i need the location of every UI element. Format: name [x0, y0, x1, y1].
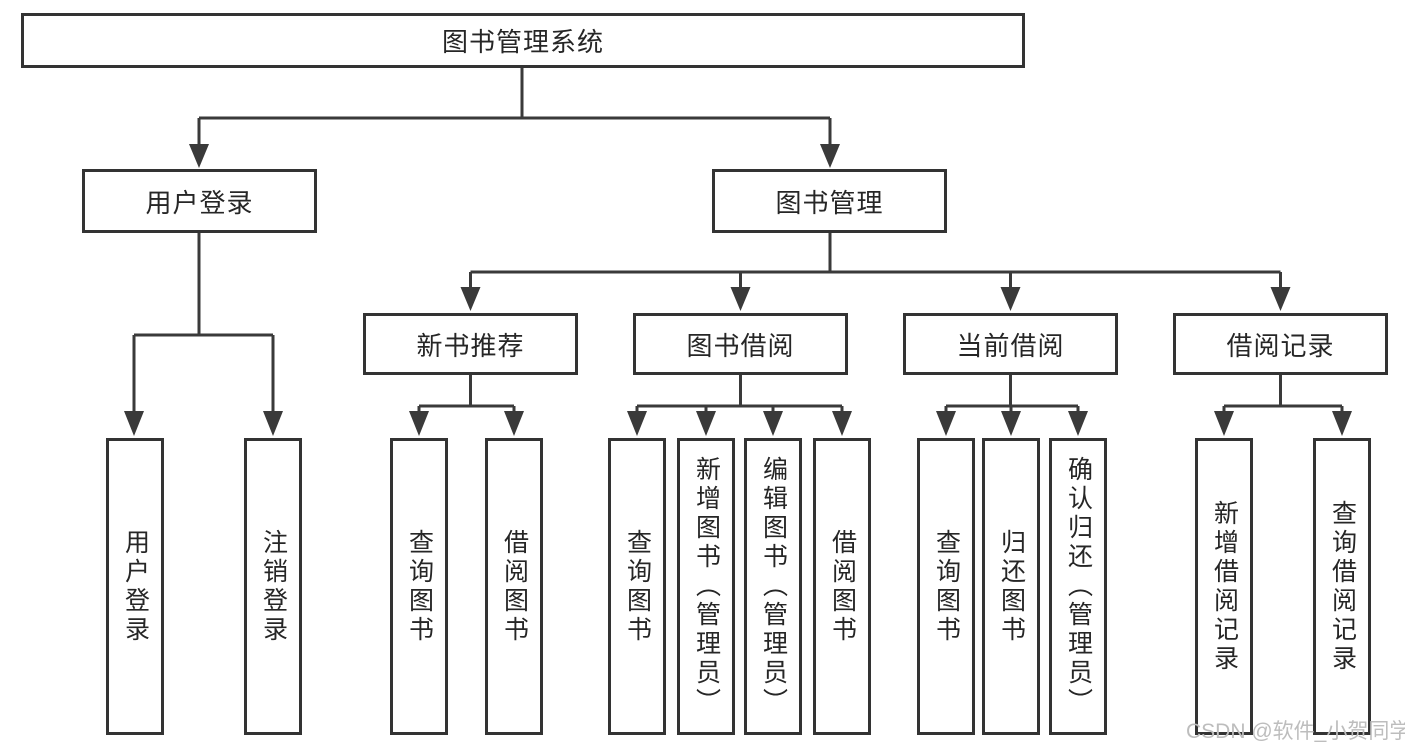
- leaf-borrow-books-recommend: 借阅图书: [485, 438, 543, 735]
- leaf-query-books-recommend: 查询图书: [390, 438, 448, 735]
- node-library-management-system: 图书管理系统: [21, 13, 1025, 68]
- leaf-label: 查询图书: [932, 528, 961, 645]
- leaf-query-books-current: 查询图书: [917, 438, 975, 735]
- watermark: CSDN @软件_小贺同学: [1186, 720, 1405, 743]
- leaf-query-books-borrowing: 查询图书: [608, 438, 666, 735]
- node-label: 借阅记录: [1226, 330, 1335, 361]
- leaf-label: 查询图书: [623, 528, 652, 645]
- leaf-user-login: 用户登录: [106, 438, 164, 735]
- node-label: 用户登录: [145, 187, 254, 218]
- leaf-label: 新增借阅记录: [1210, 499, 1239, 674]
- node-book-management: 图书管理: [712, 169, 947, 233]
- leaf-query-borrow-record: 查询借阅记录: [1313, 438, 1371, 735]
- leaf-add-books-admin: 新增图书（管理员）: [677, 438, 735, 735]
- leaf-label: 查询借阅记录: [1328, 499, 1357, 674]
- node-current-borrowing: 当前借阅: [903, 313, 1118, 375]
- leaf-label: 归还图书: [997, 528, 1026, 645]
- node-user-login: 用户登录: [82, 169, 317, 233]
- node-new-book-recommendation: 新书推荐: [363, 313, 578, 375]
- leaf-label: 注销登录: [259, 528, 288, 645]
- leaf-label: 借阅图书: [828, 528, 857, 645]
- leaf-borrow-books-borrowing: 借阅图书: [813, 438, 871, 735]
- node-label: 图书管理: [775, 187, 884, 218]
- node-book-borrowing: 图书借阅: [633, 313, 848, 375]
- leaf-add-borrow-record: 新增借阅记录: [1195, 438, 1253, 735]
- leaf-logout: 注销登录: [244, 438, 302, 735]
- node-label: 图书管理系统: [441, 27, 604, 57]
- leaf-label: 确认归还（管理员）: [1064, 456, 1093, 717]
- leaf-confirm-return-admin: 确认归还（管理员）: [1049, 438, 1107, 735]
- leaf-label: 查询图书: [405, 528, 434, 645]
- leaf-label: 编辑图书（管理员）: [759, 456, 788, 717]
- node-borrowing-records: 借阅记录: [1173, 313, 1388, 375]
- leaf-label: 借阅图书: [500, 528, 529, 645]
- node-label: 新书推荐: [416, 330, 525, 361]
- leaf-return-books: 归还图书: [982, 438, 1040, 735]
- node-label: 当前借阅: [956, 330, 1065, 361]
- node-label: 图书借阅: [686, 330, 795, 361]
- leaf-label: 新增图书（管理员）: [692, 456, 721, 717]
- leaf-label: 用户登录: [121, 528, 150, 645]
- leaf-edit-books-admin: 编辑图书（管理员）: [744, 438, 802, 735]
